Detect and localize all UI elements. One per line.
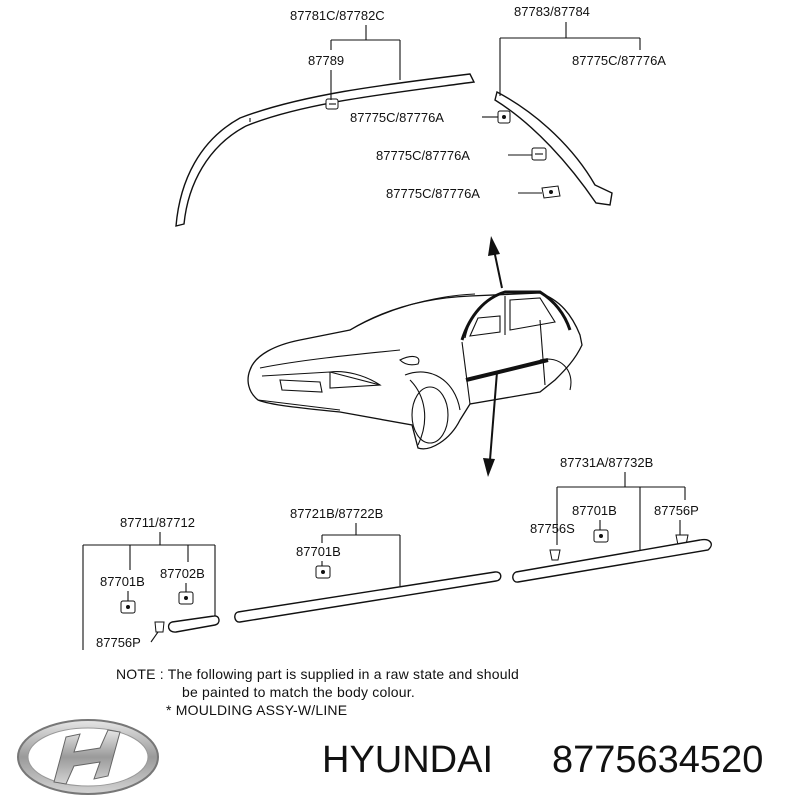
front-clip-87756p <box>154 621 165 633</box>
arrow-up <box>488 236 503 289</box>
clip-2 <box>531 147 547 161</box>
note-line-2: be painted to match the body colour. <box>182 684 415 700</box>
hyundai-logo <box>17 719 159 795</box>
label-rear-87701b: 87701B <box>572 503 617 518</box>
label-clip-2: 87775C/87776A <box>376 148 470 163</box>
label-87781c-87782c: 87781C/87782C <box>290 8 385 23</box>
roof-moulding-left <box>175 73 476 227</box>
note-line-3: * MOULDING ASSY-W/LINE <box>166 702 347 718</box>
label-rear-87756s: 87756S <box>530 521 575 536</box>
rear-clip-87756s <box>549 549 561 561</box>
door-clip-87701b <box>315 565 331 579</box>
clip-87789 <box>325 98 339 110</box>
label-front-87756p: 87756P <box>96 635 141 650</box>
pillar-moulding-right <box>494 90 613 206</box>
label-87731a-87732b: 87731A/87732B <box>560 455 653 470</box>
note-line-1: NOTE : The following part is supplied in… <box>116 666 519 682</box>
label-front-87702b: 87702B <box>160 566 205 581</box>
car-illustration <box>247 290 583 450</box>
part-number: 8775634520 <box>552 739 763 781</box>
clip-1 <box>497 110 511 124</box>
label-87789: 87789 <box>308 53 344 68</box>
arrow-down <box>483 371 498 477</box>
front-clip-87702b <box>178 591 194 605</box>
label-87721b-87722b: 87721B/87722B <box>290 506 383 521</box>
door-moulding <box>234 571 502 623</box>
front-fender-moulding <box>167 615 220 633</box>
label-87783-87784: 87783/87784 <box>514 4 590 19</box>
rear-clip-87701b <box>593 529 609 543</box>
front-clip-87701b <box>120 600 136 614</box>
clip-3 <box>541 185 561 199</box>
label-rear-87756p: 87756P <box>654 503 699 518</box>
label-87775c-87776a-top: 87775C/87776A <box>572 53 666 68</box>
rear-quarter-moulding <box>512 538 712 583</box>
label-front-87701b: 87701B <box>100 574 145 589</box>
brand-name: HYUNDAI <box>322 739 493 781</box>
label-clip-1: 87775C/87776A <box>350 110 444 125</box>
label-door-87701b: 87701B <box>296 544 341 559</box>
label-87711-87712: 87711/87712 <box>120 515 195 530</box>
label-clip-3: 87775C/87776A <box>386 186 480 201</box>
